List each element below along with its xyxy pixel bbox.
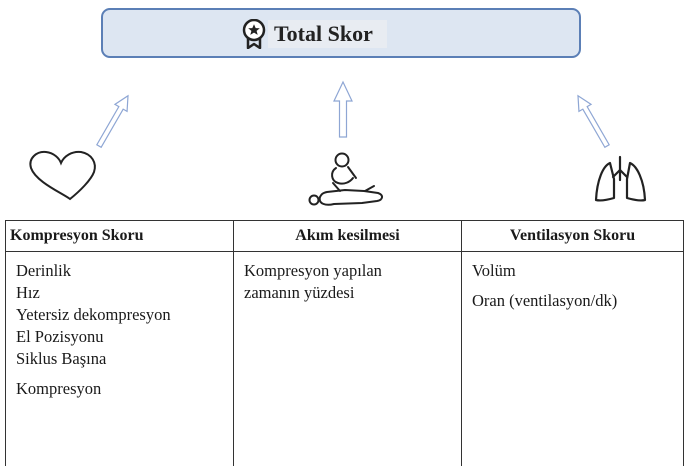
cpr-icon bbox=[310, 154, 383, 205]
arrow-left bbox=[93, 92, 134, 149]
diagram-graphics bbox=[0, 0, 690, 220]
ventilation-cell: Volüm Oran (ventilasyon/dk) bbox=[462, 252, 684, 466]
column-header-compression: Kompresyon Skoru bbox=[6, 221, 234, 252]
arrow-right bbox=[572, 92, 613, 149]
list-item: Siklus Başına bbox=[16, 348, 233, 370]
list-item: Kompresyon bbox=[16, 378, 233, 400]
table-row: Derinlik Hız Yetersiz dekompresyon El Po… bbox=[6, 252, 684, 466]
column-header-ventilation: Ventilasyon Skoru bbox=[462, 221, 684, 252]
score-table: Kompresyon Skoru Akım kesilmesi Ventilas… bbox=[5, 220, 684, 466]
list-item: Hız bbox=[16, 282, 233, 304]
list-item: zamanın yüzdesi bbox=[244, 282, 461, 304]
compression-cell: Derinlik Hız Yetersiz dekompresyon El Po… bbox=[6, 252, 234, 466]
list-item: Yetersiz dekompresyon bbox=[16, 304, 233, 326]
list-item: El Pozisyonu bbox=[16, 326, 233, 348]
list-item: Volüm bbox=[472, 260, 683, 282]
list-item: Kompresyon yapılan bbox=[244, 260, 461, 282]
heart-icon bbox=[30, 152, 94, 199]
table-header-row: Kompresyon Skoru Akım kesilmesi Ventilas… bbox=[6, 221, 684, 252]
lungs-icon bbox=[596, 157, 645, 200]
interruption-cell: Kompresyon yapılan zamanın yüzdesi bbox=[234, 252, 462, 466]
list-item: Derinlik bbox=[16, 260, 233, 282]
arrow-center bbox=[334, 82, 352, 137]
list-item: Oran (ventilasyon/dk) bbox=[472, 290, 683, 312]
column-header-interruption: Akım kesilmesi bbox=[234, 221, 462, 252]
